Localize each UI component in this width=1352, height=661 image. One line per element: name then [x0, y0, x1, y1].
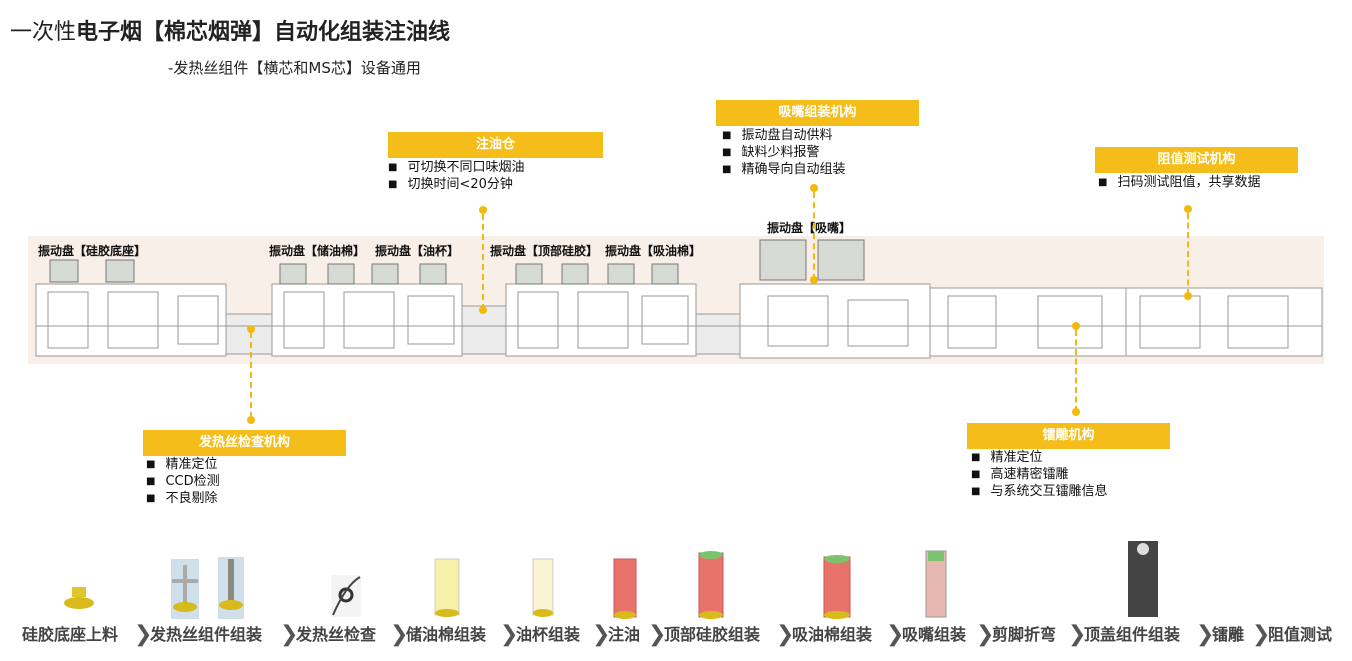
- connector-dot: [810, 184, 818, 192]
- connector-dot: [479, 306, 487, 314]
- component-illustrations: [64, 541, 1158, 619]
- oil-cotton-part: [434, 558, 460, 617]
- vibration-label-mouthpiece: 振动盘【吸嘴】: [767, 221, 852, 235]
- top-cover-part: [1128, 541, 1158, 617]
- injection-bullets: 可切换不同口味烟油 切换时间<20分钟: [388, 160, 524, 194]
- flow-step-1: 硅胶底座上料: [22, 625, 119, 644]
- chevron-right-icon: ❯: [1068, 622, 1087, 647]
- engraving-bullets: 精准定位 高速精密镭雕 与系统交互镭雕信息: [971, 450, 1107, 501]
- flow-step-7: 顶部硅胶组装: [664, 625, 761, 644]
- absorbent-cotton-part: [823, 555, 851, 619]
- chevron-right-icon: ❯: [280, 622, 299, 647]
- ccd-check-image: [331, 575, 361, 617]
- flow-step-2: 发热丝组件组装: [150, 625, 263, 644]
- engraving-box-title: 镭雕机构: [967, 423, 1170, 449]
- bullet-item: 不良剔除: [146, 491, 220, 508]
- flow-step-12: 镭雕: [1212, 625, 1245, 644]
- bullet-item: 振动盘自动供料: [722, 128, 845, 145]
- page-title: 一次性电子烟【棉芯烟弹】自动化组装注油线: [10, 20, 451, 45]
- vibration-label-absorbent-cotton: 振动盘【吸油棉】: [605, 244, 702, 258]
- vibration-label-top-silicone: 振动盘【顶部硅胶】: [490, 244, 599, 258]
- chevron-right-icon: ❯: [134, 622, 153, 647]
- machine-module-1: [35, 283, 227, 357]
- heating-assembly-part-2: [218, 557, 244, 619]
- connector-dot: [247, 325, 255, 333]
- bullet-item: CCD检测: [146, 474, 219, 491]
- chevron-right-icon: ❯: [886, 622, 905, 647]
- connector-line: [1187, 213, 1189, 295]
- injected-part: [613, 558, 637, 619]
- heating-bullets: 精准定位 CCD检测 不良剔除: [146, 457, 220, 508]
- bullet-item: 精准定位: [971, 450, 1107, 467]
- flow-step-6: 注油: [608, 625, 641, 644]
- resistance-box-title: 阻值测试机构: [1095, 147, 1298, 173]
- flow-step-8: 吸油棉组装: [792, 625, 873, 644]
- flow-step-3: 发热丝检查: [296, 625, 377, 644]
- bullet-item: 精准定位: [146, 457, 220, 474]
- chevron-right-icon: ❯: [592, 622, 611, 647]
- machine-module-3: [505, 283, 697, 357]
- injection-box-title: 注油仓: [388, 132, 603, 158]
- bullet-item: 与系统交互镭雕信息: [971, 484, 1107, 501]
- bullet-item: 缺料少料报警: [722, 145, 845, 162]
- connector-dot: [1072, 408, 1080, 416]
- machine-module-2: [271, 283, 463, 357]
- vibration-label-oil-cup: 振动盘【油杯】: [375, 244, 460, 258]
- flow-step-11: 顶盖组件组装: [1084, 625, 1181, 644]
- oil-cup-part: [532, 558, 554, 617]
- mouthpiece-bullets: 振动盘自动供料 缺料少料报警 精确导向自动组装: [722, 128, 845, 179]
- connector-line: [482, 214, 484, 310]
- heating-assembly-part: [171, 559, 199, 619]
- flow-step-10: 剪脚折弯: [992, 625, 1057, 644]
- chevron-right-icon: ❯: [390, 622, 409, 647]
- connector-line: [250, 332, 252, 418]
- connector-dot: [1184, 205, 1192, 213]
- bullet-item: 高速精密镭雕: [971, 467, 1107, 484]
- flow-step-9: 吸嘴组装: [902, 625, 967, 644]
- flow-step-13: 阻值测试: [1268, 625, 1333, 644]
- top-silicone-part: [698, 551, 724, 619]
- bullet-item: 扫码测试阻值，共享数据: [1098, 175, 1260, 192]
- bullet-item: 可切换不同口味烟油: [388, 160, 524, 177]
- chevron-right-icon: ❯: [776, 622, 795, 647]
- vibration-label-silicone-base: 振动盘【硅胶底座】: [38, 244, 147, 258]
- mouthpiece-part: [925, 550, 947, 618]
- heating-box-title: 发热丝检查机构: [143, 430, 346, 456]
- mouthpiece-box-title: 吸嘴组装机构: [716, 100, 919, 126]
- chevron-right-icon: ❯: [1196, 622, 1215, 647]
- assembly-line-drawing: [35, 239, 1323, 359]
- chevron-right-icon: ❯: [648, 622, 667, 647]
- resistance-bullets: 扫码测试阻值，共享数据: [1098, 175, 1260, 192]
- chevron-right-icon: ❯: [1252, 622, 1271, 647]
- machine-module-6: [1125, 287, 1323, 357]
- bullet-item: 精确导向自动组装: [722, 162, 845, 179]
- connector-dot: [810, 276, 818, 284]
- chevron-right-icon: ❯: [976, 622, 995, 647]
- connector-dot: [479, 206, 487, 214]
- chevron-right-icon: ❯: [500, 622, 519, 647]
- connector-dot: [1184, 292, 1192, 300]
- bullet-item: 切换时间<20分钟: [388, 177, 524, 194]
- connector-dot: [247, 416, 255, 424]
- vibration-label-oil-cotton: 振动盘【储油棉】: [269, 244, 366, 258]
- machine-module-5: [929, 287, 1127, 357]
- connector-line: [1075, 330, 1077, 412]
- page-subtitle: -发热丝组件【横芯和MS芯】设备通用: [168, 59, 421, 77]
- connector-dot: [1072, 322, 1080, 330]
- silicone-base-part: [64, 587, 94, 609]
- flow-step-5: 油杯组装: [516, 625, 581, 644]
- flow-step-4: 储油棉组装: [406, 625, 487, 644]
- connector-line: [813, 192, 815, 280]
- assembly-line-illustration: [28, 236, 1324, 364]
